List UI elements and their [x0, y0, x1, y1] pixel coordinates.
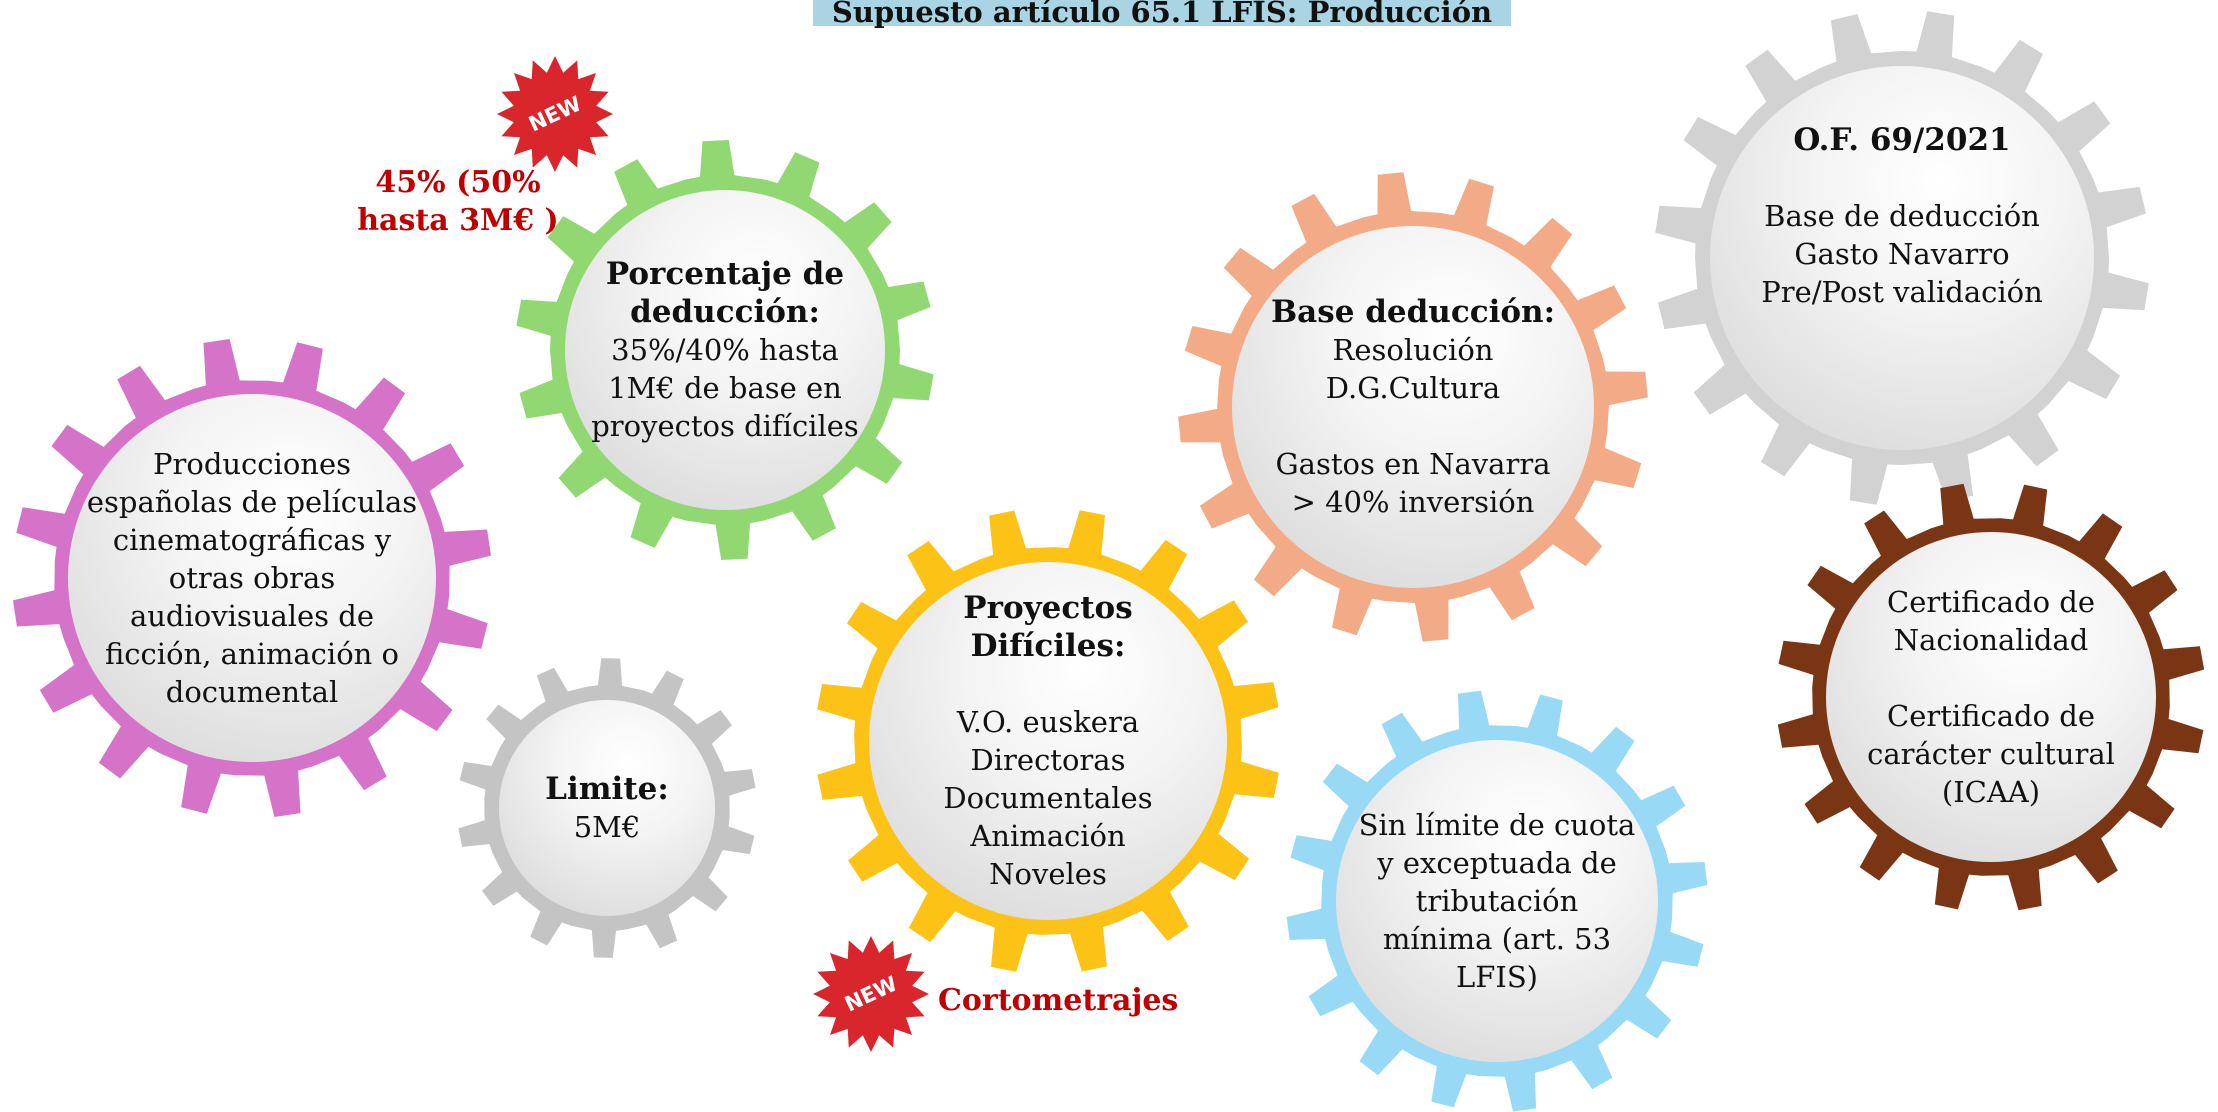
- percent-new-note: 45% (50% hasta 3M€ ): [357, 165, 559, 238]
- slide-title: Supuesto artículo 65.1 LFIS: Producción: [813, 0, 1511, 29]
- base-deduccion-text: Base deducción: Resolución D.G.Cultura G…: [1270, 294, 1556, 519]
- gear-sin-limite-cuota: Sin límite de cuota y exceptuada de trib…: [1286, 690, 1708, 1112]
- new-badge-top: NEW: [497, 56, 613, 172]
- proyectos-text: Proyectos Difíciles: V.O. euskera Direct…: [943, 590, 1153, 891]
- gear-producciones: Producciones españolas de películas cine…: [12, 338, 492, 818]
- certificados-text: Certificado de Nacionalidad Certificado …: [1867, 585, 2115, 809]
- cortometrajes-note: Cortometrajes: [938, 983, 1179, 1018]
- gear-porcentaje-deduccion: Porcentaje de deducción: 35%/40% hasta 1…: [515, 140, 935, 560]
- gear-base-deduccion: Base deducción: Resolución D.G.Cultura G…: [1178, 172, 1648, 642]
- producciones-text: Producciones españolas de películas cine…: [86, 447, 418, 709]
- sin-limite-text: Sin límite de cuota y exceptuada de trib…: [1358, 808, 1636, 994]
- starburst-icon: [813, 936, 929, 1052]
- of-text: O.F. 69/2021 Base de deducción Gasto Nav…: [1761, 122, 2043, 309]
- gear-of-69-2021: O.F. 69/2021 Base de deducción Gasto Nav…: [1654, 10, 2150, 506]
- starburst-icon: [497, 56, 613, 172]
- gear-proyectos-dificiles: Proyectos Difíciles: V.O. euskera Direct…: [815, 508, 1281, 974]
- porcentaje-text: Porcentaje de deducción: 35%/40% hasta 1…: [591, 256, 859, 443]
- gear-certificados: Certificado de Nacionalidad Certificado …: [1776, 482, 2206, 912]
- new-badge-bottom: NEW: [813, 936, 929, 1052]
- limite-text: Limite: 5M€: [545, 771, 669, 844]
- gear-limite: Limite: 5M€: [457, 658, 757, 958]
